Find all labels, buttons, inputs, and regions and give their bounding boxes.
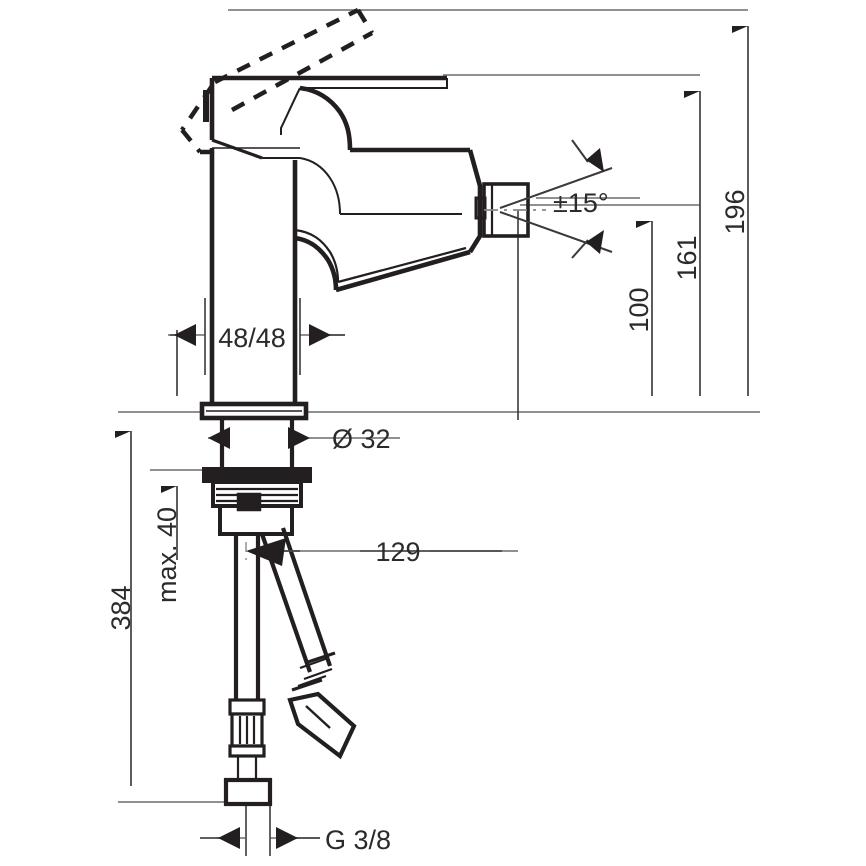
hose-hot-nut-edge — [305, 705, 331, 729]
label-161: 161 — [672, 235, 702, 280]
hose-cold-ferrule-bottom — [228, 744, 266, 758]
shank-washer — [202, 467, 312, 483]
spout-lower-edge-outer — [335, 249, 471, 293]
label-d32: Ø 32 — [332, 424, 391, 454]
handle-open-top-edge — [213, 7, 360, 85]
angle-leader-lower — [571, 239, 589, 259]
escutcheon-base — [199, 401, 309, 421]
hose-hot-braid-1 — [299, 656, 329, 670]
handle-open-left-lower — [180, 128, 202, 154]
angle-indicator-group — [484, 139, 613, 259]
label-100: 100 — [624, 287, 654, 332]
aerator-collar — [474, 196, 487, 220]
flexible-hose-cold — [223, 534, 273, 807]
hose-hot-connector-nut — [287, 691, 357, 760]
arrow-129-left — [246, 538, 286, 566]
hose-hot-ferrule-top — [304, 651, 336, 665]
arrow-thread-right — [276, 827, 298, 849]
hose-connector-nut — [223, 777, 273, 807]
angle-arrow-lower — [586, 230, 604, 254]
label-thread: G 3/8 — [325, 825, 391, 855]
mounting-nut — [211, 480, 303, 536]
label-4848: 48/48 — [218, 323, 286, 353]
arrow-d32-right — [288, 427, 310, 449]
hose-hot-braid-3 — [297, 674, 327, 688]
arrow-4848-left — [174, 324, 196, 346]
handle-open-bottom-edge — [230, 31, 374, 112]
angle-ray-upper — [499, 167, 613, 209]
handle-open-tip — [356, 8, 374, 35]
spout-lower-curve-inner — [294, 235, 339, 291]
label-max40: max. 40 — [152, 507, 182, 603]
arrow-4848-right — [309, 324, 331, 346]
arrow-thread-left — [218, 827, 240, 849]
lever-handle-tip — [300, 78, 448, 89]
label-384: 384 — [106, 585, 136, 630]
label-129: 129 — [375, 537, 420, 567]
hose-cold-ferrule-top — [228, 698, 266, 716]
label-196: 196 — [720, 189, 750, 234]
label-angle: ±15° — [553, 188, 609, 218]
spout-upper-curve — [299, 85, 353, 151]
nut-lug — [236, 492, 262, 512]
vertical-witness-lines — [204, 210, 519, 856]
dimension-lines-group — [131, 26, 749, 839]
lever-handle-front-face — [280, 87, 301, 135]
dimension-arrowheads-group — [174, 324, 331, 849]
spout-lower-curve — [294, 228, 340, 283]
dimension-labels-group: ±15° 100 161 196 48/48 Ø 32 max. 40 384 … — [106, 188, 750, 855]
hose-hot-ferrule-bottom — [291, 678, 323, 692]
hose-hot-braid-2 — [303, 667, 333, 681]
spout-taper-end — [467, 149, 483, 254]
arrow-d32-left — [208, 427, 230, 449]
spout-inner-curve — [299, 157, 341, 215]
spout-lower-edge — [337, 246, 467, 284]
lever-handle-underside-bevel — [211, 138, 263, 160]
angle-arrow-upper — [586, 148, 604, 172]
faucet-geometry — [180, 7, 530, 807]
angle-leader-upper — [571, 139, 589, 163]
